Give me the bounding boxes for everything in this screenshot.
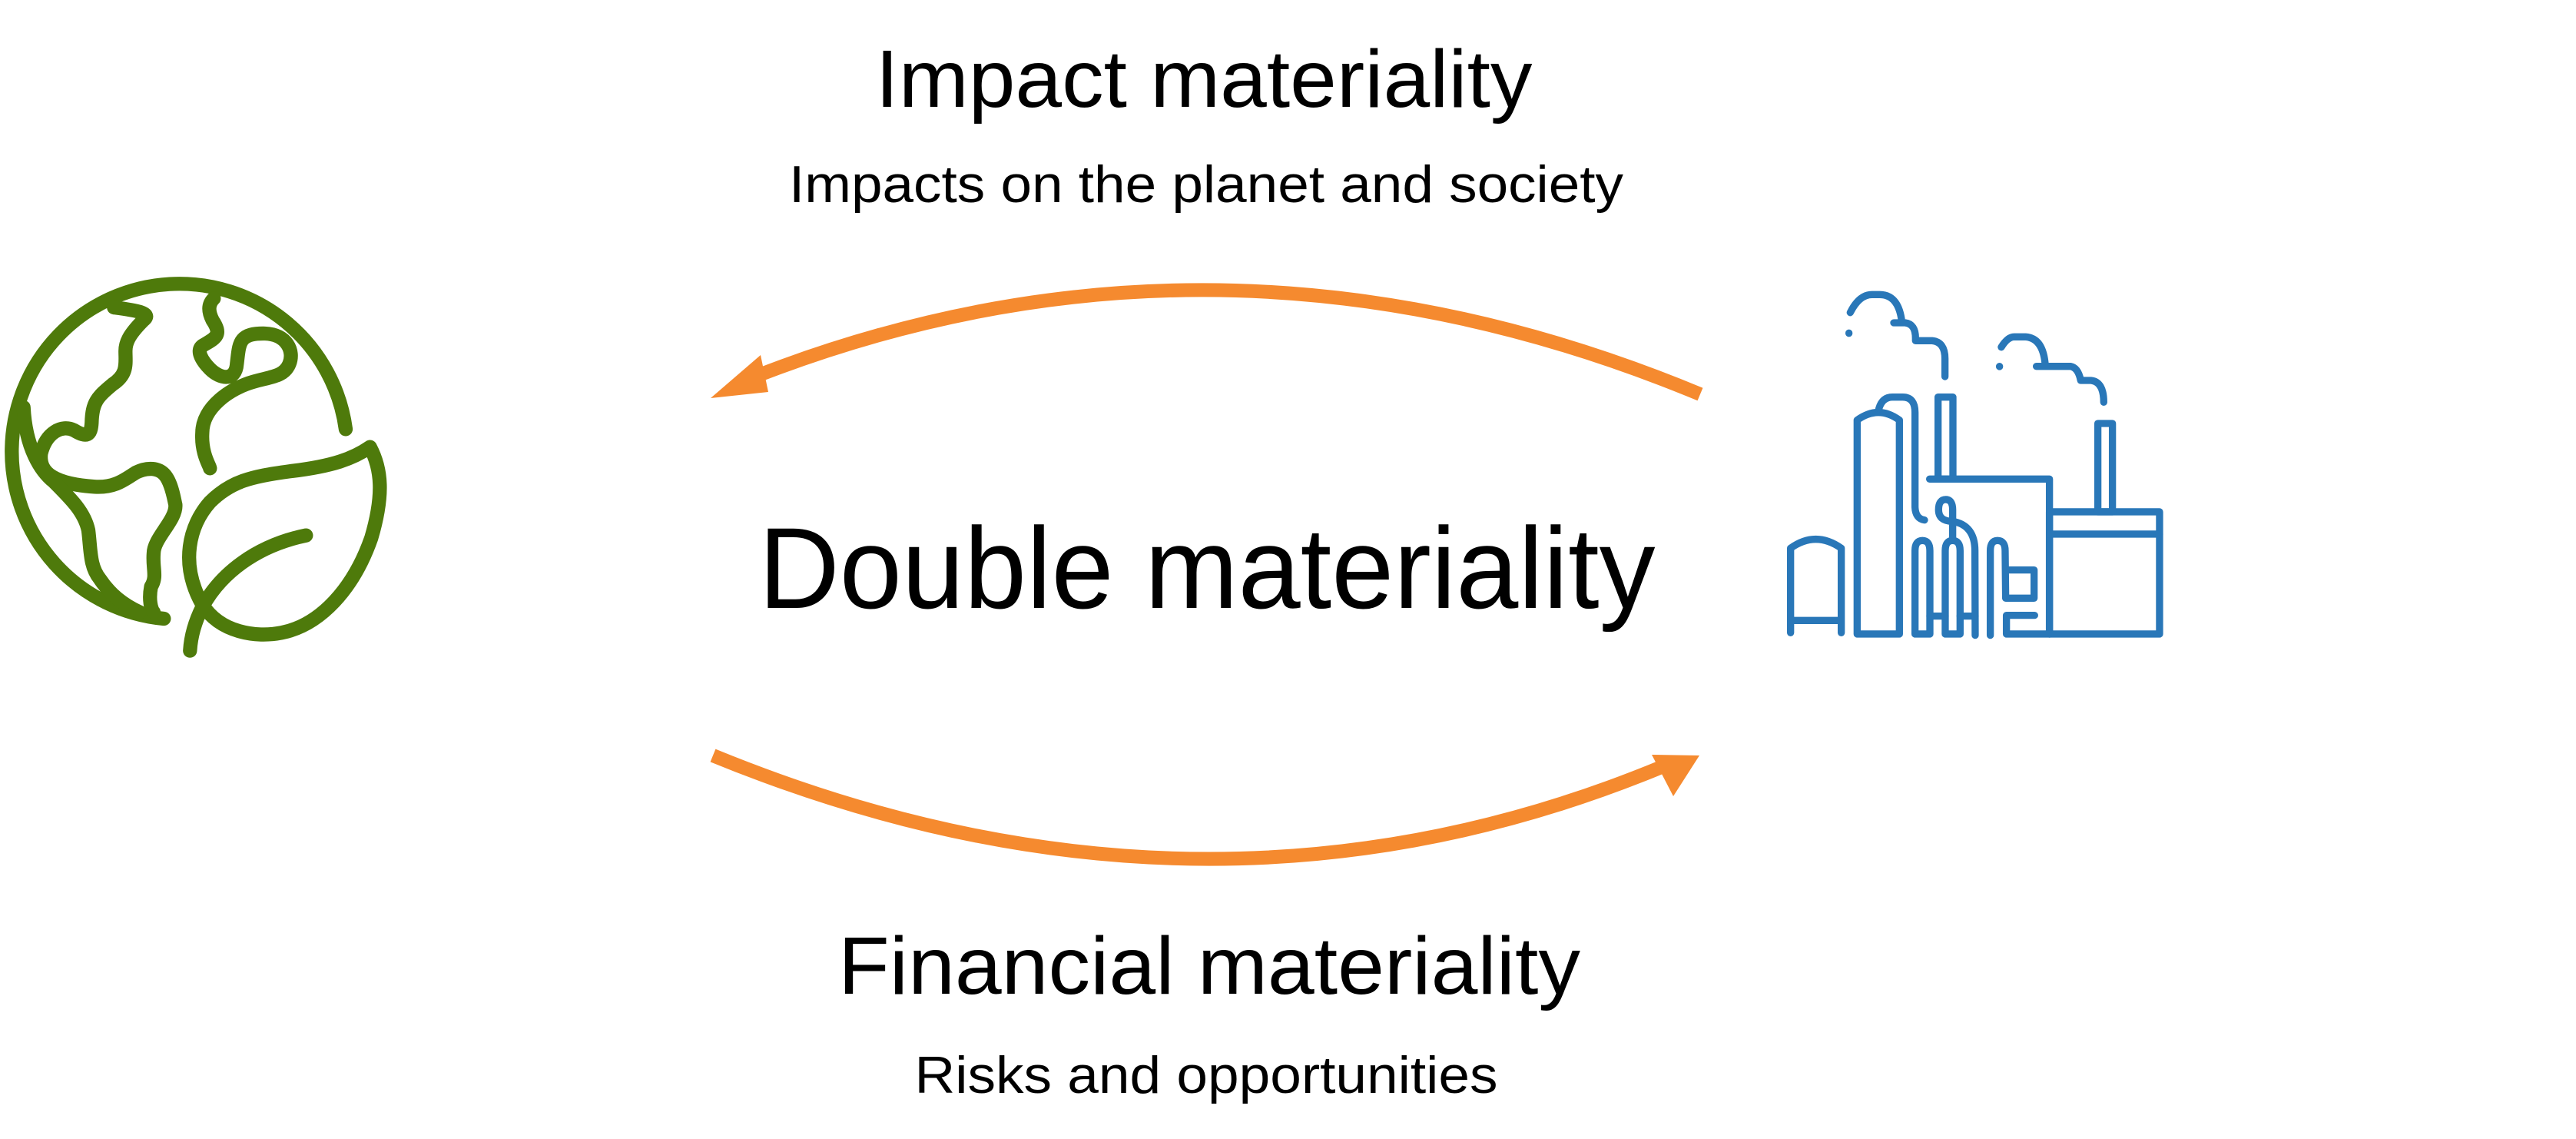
overhead-pipe bbox=[1875, 393, 1928, 524]
financial-materiality-title: Financial materiality bbox=[838, 921, 1580, 1011]
coiled-pipe bbox=[1934, 496, 1979, 639]
double-materiality-title: Double materiality bbox=[759, 503, 1656, 633]
impact-arrow bbox=[711, 283, 1703, 401]
impact-materiality-subtitle: Impacts on the planet and society bbox=[789, 155, 1623, 214]
u-pipe-right bbox=[1986, 536, 2038, 639]
small-tank bbox=[1786, 536, 1845, 636]
globe-leaf-icon bbox=[5, 277, 387, 658]
financial-materiality-subtitle: Risks and opportunities bbox=[915, 1046, 1498, 1104]
impact-materiality-title: Impact materiality bbox=[876, 34, 1533, 125]
smoke-left bbox=[1845, 291, 1949, 380]
chimney-left bbox=[1934, 393, 1957, 483]
chimney-right bbox=[2094, 420, 2117, 516]
u-pipe-middle bbox=[1941, 536, 1964, 638]
tall-tank bbox=[1853, 409, 1903, 638]
leaf-stem bbox=[183, 528, 313, 658]
base-pipe bbox=[2002, 611, 2054, 638]
continent-south bbox=[16, 400, 147, 619]
u-pipe-left bbox=[1911, 536, 1934, 638]
smoke-right bbox=[1995, 333, 2107, 406]
arrowhead-right-icon bbox=[1652, 755, 1699, 796]
continent-europe-asia bbox=[192, 291, 298, 476]
arrowhead-left-icon bbox=[711, 355, 768, 398]
right-building bbox=[2045, 508, 2163, 638]
globe-outline bbox=[5, 277, 353, 626]
factory-icon bbox=[1786, 291, 2163, 639]
financial-arrow bbox=[710, 749, 1699, 866]
